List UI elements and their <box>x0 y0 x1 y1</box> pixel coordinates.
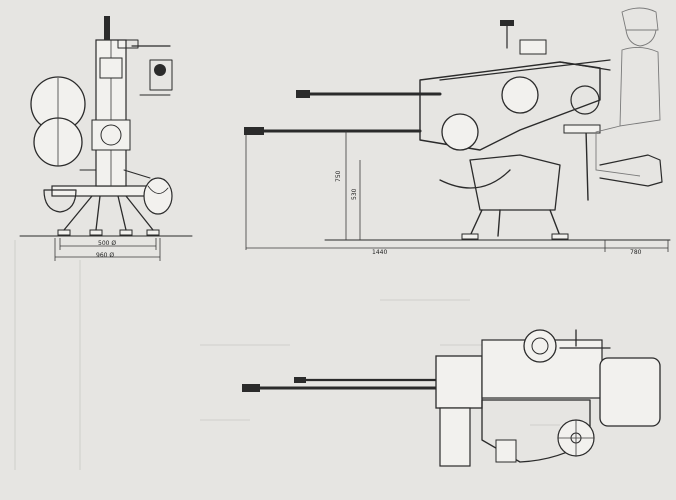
dim-side-length-front: 1440 <box>372 249 388 256</box>
side-view <box>244 7 671 252</box>
front-view <box>19 16 193 261</box>
front-base-platform <box>51 185 151 197</box>
top-receiver <box>435 355 483 409</box>
front-dimension-lines <box>54 238 161 261</box>
dim-front-base-inner: 500 Ø <box>98 240 117 247</box>
dim-side-height-lower: 530 <box>351 188 358 200</box>
front-view-feet <box>57 229 160 236</box>
side-dimension-lines <box>245 131 669 252</box>
dim-side-length-rear: 780 <box>630 249 642 256</box>
top-view <box>242 329 661 467</box>
top-seat-cylinder <box>599 357 661 427</box>
side-gunner-figure <box>595 7 661 177</box>
front-right-drum <box>143 177 173 215</box>
dim-front-base-outer: 960 Ø <box>96 252 115 259</box>
dim-side-height-upper: 750 <box>335 170 342 182</box>
